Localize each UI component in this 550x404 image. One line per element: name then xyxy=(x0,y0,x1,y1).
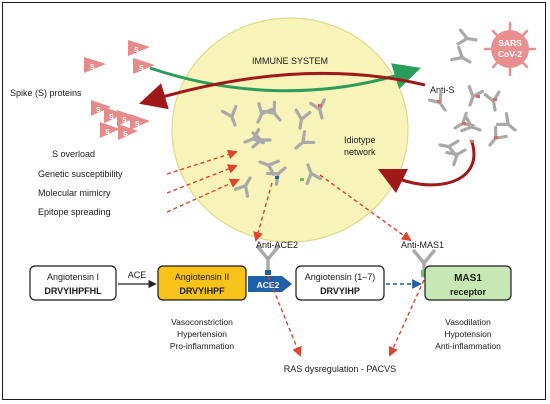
mas1-sub: receptor xyxy=(450,287,487,297)
spike-proteins xyxy=(84,40,155,140)
angiotensin-2-box xyxy=(157,265,247,301)
trigger-epitope: Epitope spreading xyxy=(38,207,111,217)
ang1-name: Angiotensin I xyxy=(47,272,99,282)
antibody-tips-right xyxy=(437,95,498,143)
trigger-genetic: Genetic susceptibility xyxy=(38,169,123,179)
effect-anti-inflammation: Anti-inflammation xyxy=(435,341,501,351)
ang2-seq: DRVYIHPF xyxy=(179,286,225,296)
virus-label-line2: CoV-2 xyxy=(498,49,522,59)
spike-proteins-label: Spike (S) proteins xyxy=(10,88,82,98)
anti-mas1-antibody xyxy=(412,249,436,278)
upper-green-arrow xyxy=(149,63,421,93)
mas1-name: MAS1 xyxy=(454,273,482,284)
trigger-arrow-3 xyxy=(166,178,240,213)
trigger-arrow-1 xyxy=(166,149,238,175)
ang2-name: Angiotensin II xyxy=(175,272,230,282)
spike-letter: S xyxy=(105,129,110,136)
angiotensin-1-box xyxy=(29,265,117,301)
idiotype-label-line1: Idiotype xyxy=(344,135,376,145)
ace2-arrow xyxy=(248,276,292,292)
anti-ace2-antibody xyxy=(256,245,280,275)
sars-cov-2-virus xyxy=(483,21,537,77)
immune-system-label: IMMUNE SYSTEM xyxy=(252,56,328,66)
spike-letter: S xyxy=(139,65,144,72)
s-overload-label: S overload xyxy=(52,149,95,159)
immune-system-ellipse xyxy=(171,17,409,243)
ace2-to-outcome-arrow xyxy=(267,275,302,357)
trigger-mimicry: Molecular mimicry xyxy=(38,188,111,198)
lower-maroon-arrow xyxy=(139,71,426,110)
spike-letter: S xyxy=(135,121,140,128)
arrow-to-anti-ace2 xyxy=(253,182,273,242)
arrow-to-anti-mas1 xyxy=(319,174,412,242)
effect-hypertension: Hypertension xyxy=(177,329,227,339)
figure-frame xyxy=(2,2,546,400)
anti-ace2-label: Anti-ACE2 xyxy=(256,240,298,250)
spike-letter: S xyxy=(134,47,139,54)
mas1-to-outcome-arrow xyxy=(388,279,425,357)
ace2-label: ACE2 xyxy=(257,280,280,290)
spike-letter: S xyxy=(90,64,95,71)
ace-label: ACE xyxy=(128,270,147,280)
idiotype-tips xyxy=(275,104,322,181)
virus-label-line1: SARS xyxy=(498,38,522,48)
ang17-name: Angiotensin (1–7) xyxy=(305,272,376,282)
anti-s-antibodies xyxy=(450,28,479,70)
effect-hypotension: Hypotension xyxy=(444,329,492,339)
spike-letter: S xyxy=(122,117,127,124)
trigger-arrow-2 xyxy=(166,164,238,194)
spike-letter: S xyxy=(96,107,101,114)
outcome-label: RAS dysregulation - PACVS xyxy=(284,364,396,374)
effect-pro-inflammation: Pro-inflammation xyxy=(170,341,235,351)
effect-vasodilation: Vasodilation xyxy=(445,317,491,327)
effect-vasoconstriction: Vasoconstriction xyxy=(171,317,233,327)
angiotensin-1-7-box xyxy=(295,265,385,301)
anti-s-label: Anti-S xyxy=(430,85,455,95)
spike-letter: S xyxy=(123,131,128,138)
idiotype-return-arrow xyxy=(377,141,476,194)
anti-mas1-label: Anti-MAS1 xyxy=(401,240,444,250)
mas1-receptor-box xyxy=(424,265,512,301)
spike-letter: S xyxy=(109,114,114,121)
idiotype-label-line2: network xyxy=(344,147,376,157)
ang1-seq: DRVYIHPFHL xyxy=(44,286,102,296)
ang17-seq: DRVYIHP xyxy=(320,286,360,296)
